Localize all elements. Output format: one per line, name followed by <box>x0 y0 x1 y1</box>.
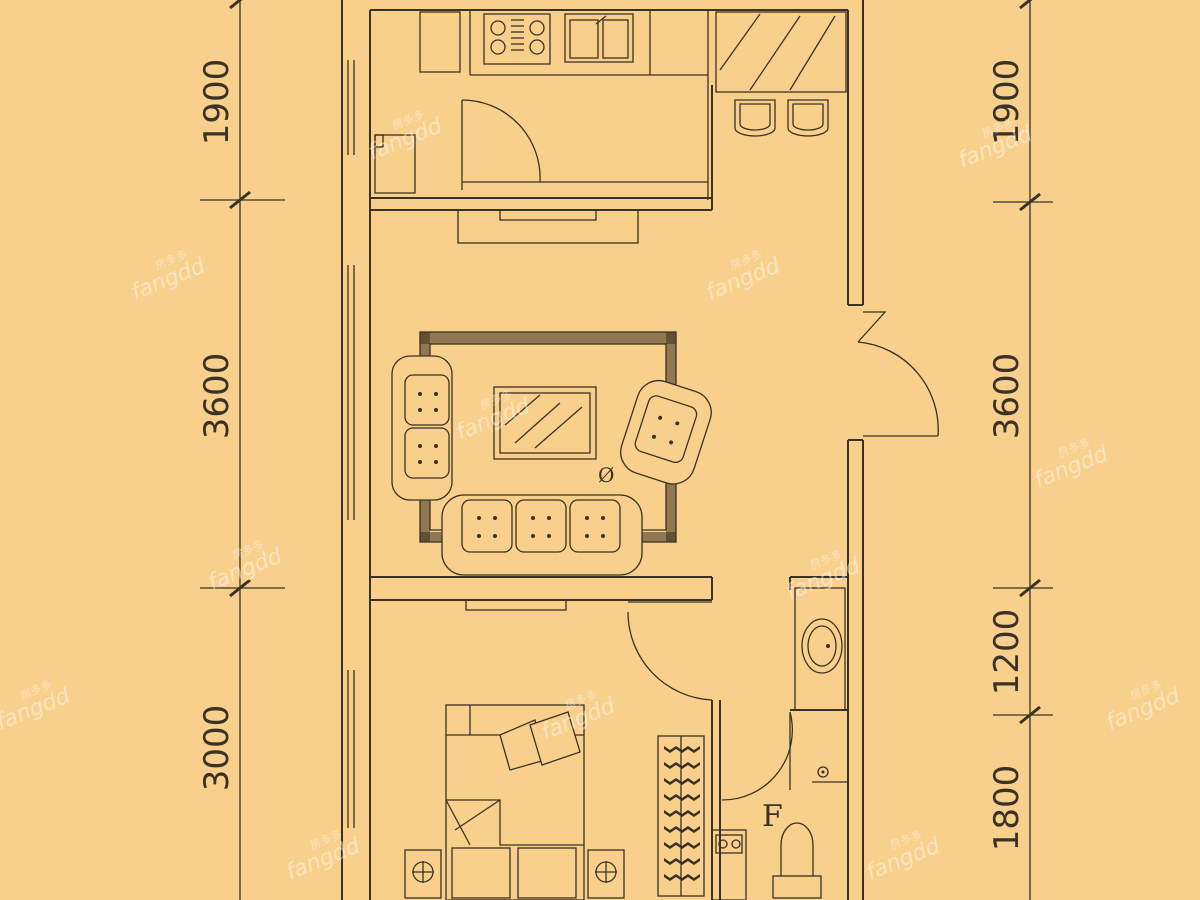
watermark-logo: fangdd 房多多 <box>783 547 865 606</box>
left-dimension-chain <box>200 0 285 900</box>
watermark-logo: fangdd 房多多 <box>703 247 785 306</box>
bathroom-door <box>721 711 793 801</box>
washing-machine <box>711 829 747 900</box>
watermark-logo: fangdd 房多多 <box>863 827 945 886</box>
tv-cabinet <box>457 209 639 244</box>
dim-right-kitchen: 1900 <box>987 59 1027 146</box>
bedroom-door <box>627 601 713 701</box>
watermark-logo: fangdd 房多多 <box>1103 677 1185 736</box>
watermark-logo: fangdd 房多多 <box>365 107 447 166</box>
living-room: Ø <box>391 331 712 576</box>
dim-right-washroom: 1200 <box>987 609 1027 696</box>
dim-left-kitchen: 1900 <box>197 59 237 146</box>
fridge-box <box>419 11 461 73</box>
kitchen-door <box>461 99 708 190</box>
toilet <box>772 822 822 899</box>
washbasin <box>794 587 846 711</box>
bedroom <box>404 599 713 900</box>
bedroom-tv-unit <box>465 599 567 611</box>
entrance-door <box>857 311 939 437</box>
watermark-logo: fangdd 房多多 <box>0 677 75 736</box>
dim-right-bathroom: 1800 <box>987 765 1027 852</box>
bed <box>445 704 585 900</box>
stove <box>483 13 551 65</box>
sofa-bottom <box>441 494 643 576</box>
nightstand-left <box>404 849 442 899</box>
watermark-logo: fangdd 房多多 <box>128 247 210 306</box>
nightstand-right <box>587 849 625 899</box>
kitchen-sink <box>564 13 634 63</box>
coffee-table <box>493 386 597 460</box>
bathroom: F <box>711 587 848 900</box>
watermark-logo: fangdd 房多多 <box>538 687 620 746</box>
kitchen <box>374 10 847 244</box>
dim-left-bedroom: 3000 <box>197 705 237 792</box>
watermark-logo: fangdd 房多多 <box>283 827 365 886</box>
diameter-symbol: Ø <box>598 463 614 487</box>
wardrobe <box>657 735 705 897</box>
watermark-logo: fangdd 房多多 <box>1031 435 1113 494</box>
exterior-walls <box>341 0 864 900</box>
floor-drain-icon <box>817 766 829 778</box>
dim-left-living: 3600 <box>197 353 237 440</box>
right-dimension-chain <box>993 0 1053 900</box>
armchair <box>620 379 712 485</box>
dim-right-living: 3600 <box>987 353 1027 440</box>
water-heater <box>374 134 416 194</box>
dining-nook <box>715 11 847 137</box>
sofa-left <box>391 355 453 501</box>
fridge-label: F <box>762 799 783 834</box>
